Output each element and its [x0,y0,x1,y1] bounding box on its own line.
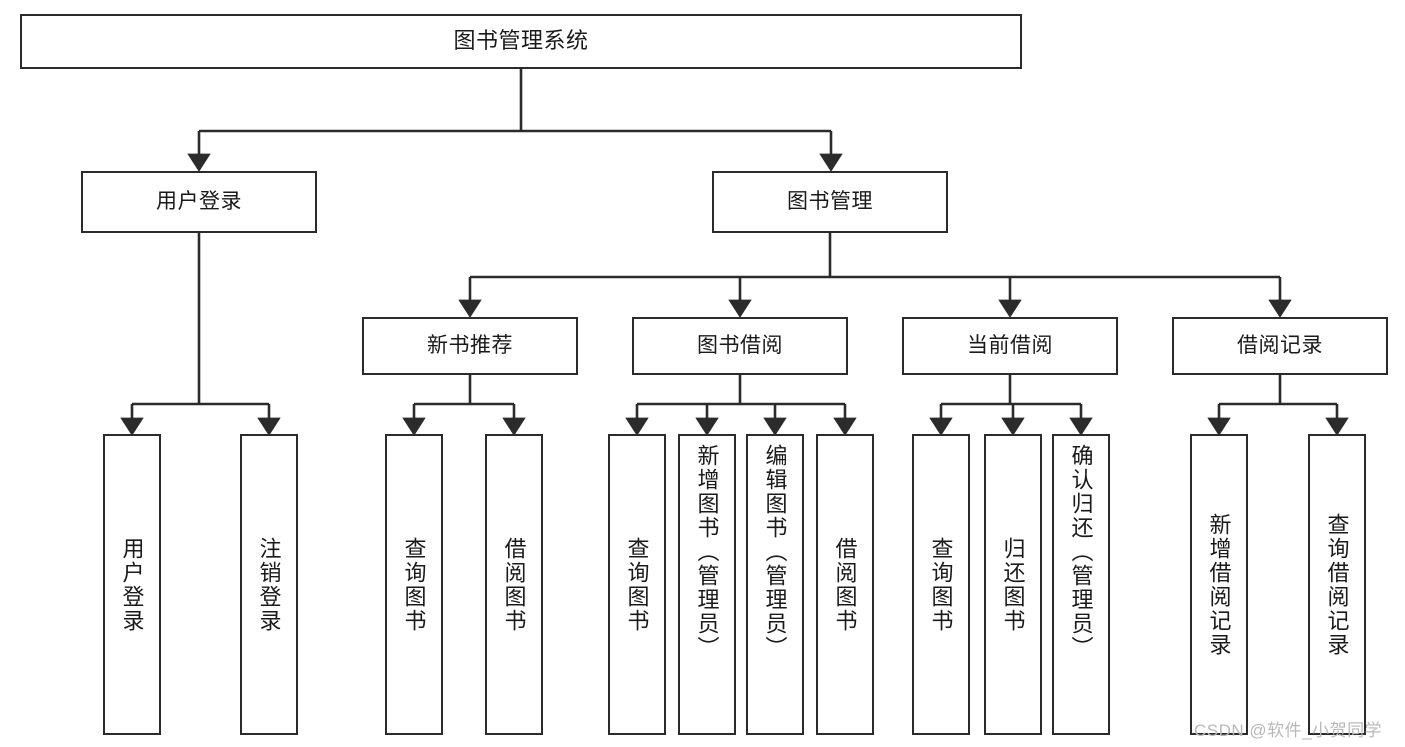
edges-borrowrecord-to-leaves [1207,375,1349,436]
node-leaf-query-book-recommend-label: 查询图书 [401,536,427,633]
node-leaf-borrow-book-recommend-label: 借阅图书 [501,536,527,633]
node-leaf-add-borrow-record-label: 新增借阅记录 [1206,512,1232,657]
node-leaf-user-logout[interactable]: 注销登录 [240,434,298,735]
node-leaf-confirm-return-admin-label: 确认归还（管理员） [1068,444,1094,660]
edges-newbook-to-leaves [402,375,526,436]
csdn-watermark: CSDN @软件_小贺同学 [1194,721,1383,740]
node-leaf-query-borrow-record-label: 查询借阅记录 [1324,512,1350,657]
node-leaf-add-book-admin-label: 新增图书（管理员） [694,444,720,660]
node-root-system-label: 图书管理系统 [453,28,589,54]
node-leaf-confirm-return-admin[interactable]: 确认归还（管理员） [1052,434,1110,735]
node-leaf-query-book-recommend[interactable]: 查询图书 [385,434,443,735]
node-borrow-record-label: 借阅记录 [1237,333,1323,357]
node-user-login-label: 用户登录 [156,189,242,213]
node-leaf-user-login-label: 用户登录 [119,536,145,633]
node-book-borrow[interactable]: 图书借阅 [632,317,848,375]
node-leaf-add-borrow-record[interactable]: 新增借阅记录 [1190,434,1248,735]
node-current-borrow-label: 当前借阅 [967,333,1053,357]
edges-currentborrow-to-leaves [929,375,1093,436]
edges-userlogin-to-leaves [120,233,281,436]
node-root-system[interactable]: 图书管理系统 [20,14,1022,69]
node-leaf-borrow-book[interactable]: 借阅图书 [816,434,874,735]
node-leaf-query-book-borrow-label: 查询图书 [624,536,650,633]
node-leaf-user-login[interactable]: 用户登录 [103,434,161,735]
node-leaf-user-logout-label: 注销登录 [256,536,282,633]
node-leaf-edit-book-admin[interactable]: 编辑图书（管理员） [746,434,804,735]
node-leaf-borrow-book-recommend[interactable]: 借阅图书 [485,434,543,735]
node-new-book-recommend-label: 新书推荐 [427,333,513,357]
node-book-manage-label: 图书管理 [787,189,873,213]
node-new-book-recommend[interactable]: 新书推荐 [362,317,578,375]
node-leaf-query-book-current[interactable]: 查询图书 [912,434,970,735]
node-leaf-add-book-admin[interactable]: 新增图书（管理员） [678,434,736,735]
edges-bookborrow-to-leaves [625,375,857,436]
node-borrow-record[interactable]: 借阅记录 [1172,317,1388,375]
edges-bookmanage-to-level3 [458,233,1292,318]
node-leaf-return-book-label: 归还图书 [1000,536,1026,633]
node-book-manage[interactable]: 图书管理 [712,171,948,233]
node-user-login[interactable]: 用户登录 [81,171,317,233]
node-leaf-query-borrow-record[interactable]: 查询借阅记录 [1308,434,1366,735]
node-book-borrow-label: 图书借阅 [697,333,783,357]
node-leaf-query-book-borrow[interactable]: 查询图书 [608,434,666,735]
node-current-borrow[interactable]: 当前借阅 [902,317,1118,375]
node-leaf-edit-book-admin-label: 编辑图书（管理员） [762,444,788,660]
node-leaf-query-book-current-label: 查询图书 [928,536,954,633]
edges-root-to-level2 [187,69,843,172]
node-leaf-return-book[interactable]: 归还图书 [984,434,1042,735]
node-leaf-borrow-book-label: 借阅图书 [832,536,858,633]
